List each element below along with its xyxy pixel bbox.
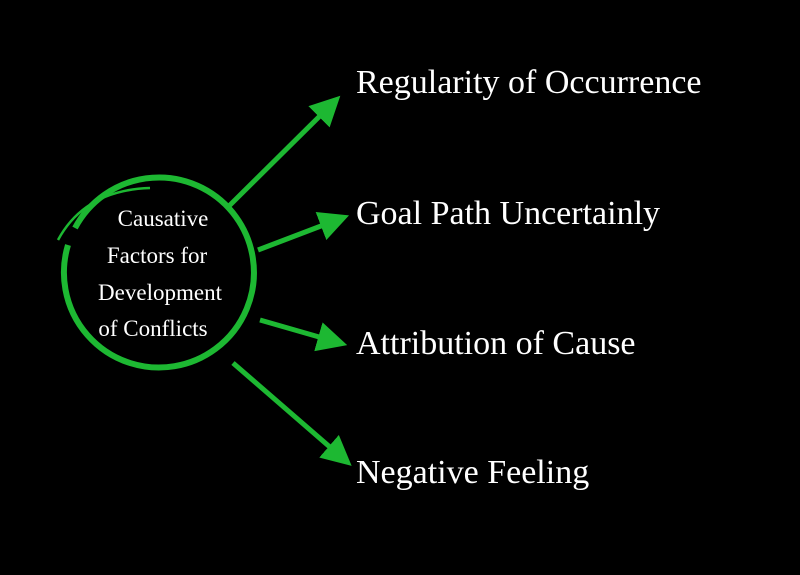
center-line-4: of Conflicts bbox=[98, 316, 207, 341]
center-line-3: Development bbox=[98, 280, 223, 305]
center-line-2: Factors for bbox=[107, 243, 208, 268]
branch-label-4: Negative Feeling bbox=[356, 454, 589, 491]
arrow-2 bbox=[257, 211, 350, 253]
branch-label-3: Attribution of Cause bbox=[356, 325, 636, 362]
center-node: Causative Factors for Development of Con… bbox=[56, 174, 257, 371]
arrow-4 bbox=[231, 361, 352, 466]
center-circle bbox=[61, 174, 257, 371]
center-line-1: Causative bbox=[118, 206, 209, 231]
circle-swoosh bbox=[56, 186, 151, 241]
branch-label-2: Goal Path Uncertainly bbox=[356, 195, 660, 232]
arrow-3 bbox=[259, 317, 348, 352]
branch-label-1: Regularity of Occurrence bbox=[356, 64, 702, 101]
arrow-1 bbox=[226, 95, 341, 209]
